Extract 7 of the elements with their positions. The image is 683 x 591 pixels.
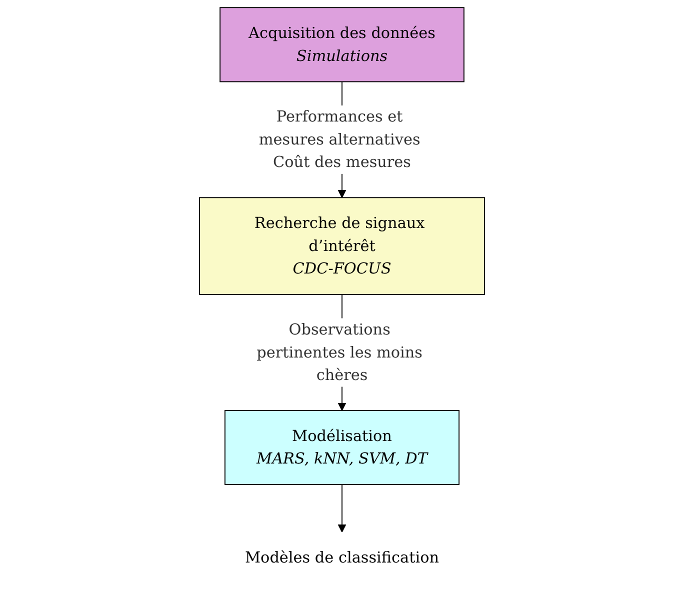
node-box: Modélisation MARS, kNN, SVM, DT [224, 410, 460, 486]
node-box: Recherche de signaux d’intérêt CDC-FOCUS [198, 197, 484, 296]
node-box: Acquisition des données Simulations [219, 7, 464, 82]
node-text: Modèles de classification [244, 548, 439, 566]
edge-label: Observations pertinentes les moins chères [256, 320, 422, 384]
edge-label: Performances et mesures alternatives Coût des mesures [258, 107, 420, 172]
arrow [337, 484, 346, 532]
